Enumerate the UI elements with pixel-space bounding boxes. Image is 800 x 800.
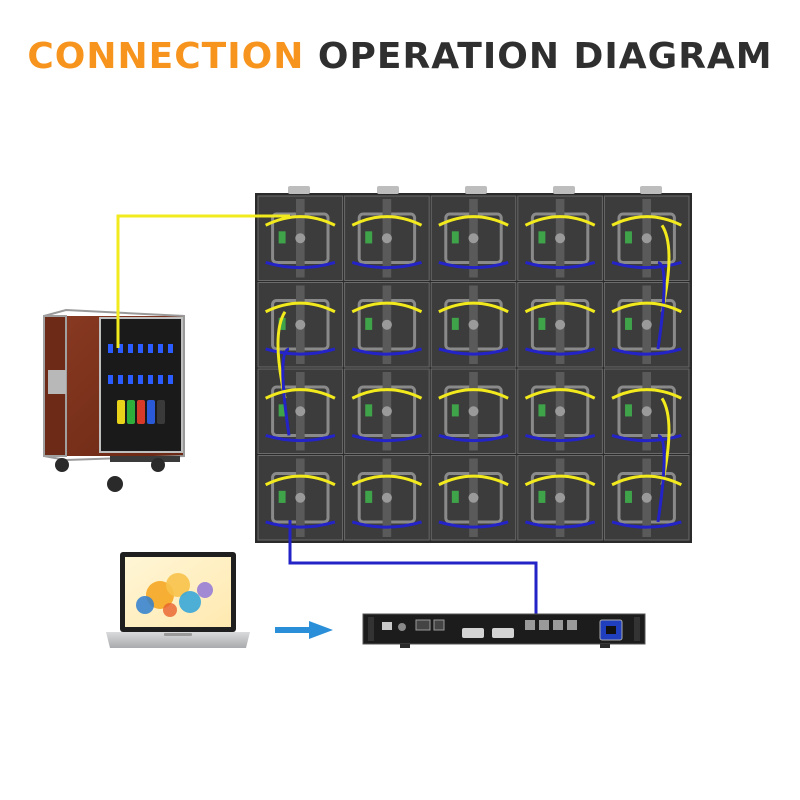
signal-cable-segment (265, 347, 336, 356)
signal-cable-segment (351, 434, 422, 443)
signal-cable-segment (265, 434, 336, 443)
breaker-row-2 (108, 375, 173, 384)
daisy-chain-cables (264, 215, 683, 529)
power-cable-segment (611, 388, 683, 400)
signal-cable-segment (351, 261, 422, 270)
data-flow-arrow-icon (275, 621, 333, 639)
signal-cable-segment (351, 347, 422, 356)
power-cable-segment (438, 474, 509, 487)
led-cabinet (344, 455, 430, 541)
power-cable-segment (264, 301, 336, 314)
power-cable-segment (351, 388, 423, 400)
power-cable-segment (524, 301, 596, 314)
ethernet-port-icon (539, 620, 549, 630)
signal-cable-segment (611, 520, 682, 529)
power-cable-segment (611, 215, 683, 227)
signal-cable-segment (525, 261, 596, 270)
led-cabinet (517, 368, 603, 454)
dvi-port-icon (492, 628, 514, 638)
power-cable-segment (524, 215, 596, 227)
caster-wheel (55, 458, 69, 472)
signal-loop-cable (656, 260, 666, 350)
screen-wallpaper (136, 573, 213, 617)
led-cabinets (257, 195, 690, 541)
dvi-port-icon (462, 628, 484, 638)
signal-loop-cable (281, 347, 291, 436)
signal-cable-segment (611, 347, 682, 356)
led-cabinet (257, 195, 344, 281)
signal-cable-segment (438, 434, 509, 443)
top-handles (288, 186, 662, 194)
laptop-base (106, 632, 250, 648)
power-distribution-box (43, 308, 185, 492)
power-cable-segment (611, 474, 683, 487)
caster-wheel (107, 476, 123, 492)
power-cable (116, 214, 290, 348)
breaker-row-1 (108, 344, 173, 353)
usb-port-icon (382, 622, 392, 630)
signal-cable-segment (438, 347, 509, 356)
signal-cable-segment (611, 434, 682, 443)
side-handle (48, 370, 66, 394)
signal-loop-cable (656, 433, 666, 523)
title-accent-word: CONNECTION (27, 36, 305, 77)
signal-cable-segment (611, 261, 682, 270)
signal-cable-segment (525, 520, 596, 529)
power-cable-segment (351, 301, 423, 314)
power-cable-segment (524, 474, 596, 487)
power-cable-segment (438, 215, 509, 227)
title-rest: OPERATION DIAGRAM (317, 36, 773, 77)
ethernet-port-icon (525, 620, 535, 630)
signal-cable-segment (265, 520, 336, 529)
signal-cable (288, 520, 538, 620)
signal-cable-segment (525, 434, 596, 443)
power-cable-segment (264, 388, 336, 400)
distribution-panel (99, 317, 183, 453)
led-cabinet (517, 455, 603, 541)
power-cable-segment (438, 301, 509, 314)
laptop (106, 552, 250, 648)
signal-cable-segment (438, 261, 509, 270)
caster-wheel (151, 458, 165, 472)
signal-cable-segment (525, 347, 596, 356)
led-controller (362, 613, 646, 648)
power-cable-segment (524, 388, 596, 400)
power-cable-segment (351, 474, 423, 487)
led-wall (255, 186, 692, 543)
signal-cable-segment (351, 520, 422, 529)
ethernet-port-icon (567, 620, 577, 630)
signal-cable-segment (265, 261, 336, 270)
power-cable-segment (351, 215, 423, 227)
power-connectors (117, 400, 165, 424)
power-cable-segment (264, 474, 336, 487)
diagram-title: CONNECTION OPERATION DIAGRAM (0, 36, 800, 77)
power-cable-segment (611, 301, 683, 314)
signal-cable-segment (438, 520, 509, 529)
power-cable-segment (438, 388, 509, 400)
ethernet-port-icon (553, 620, 563, 630)
power-cable-segment (264, 215, 336, 227)
